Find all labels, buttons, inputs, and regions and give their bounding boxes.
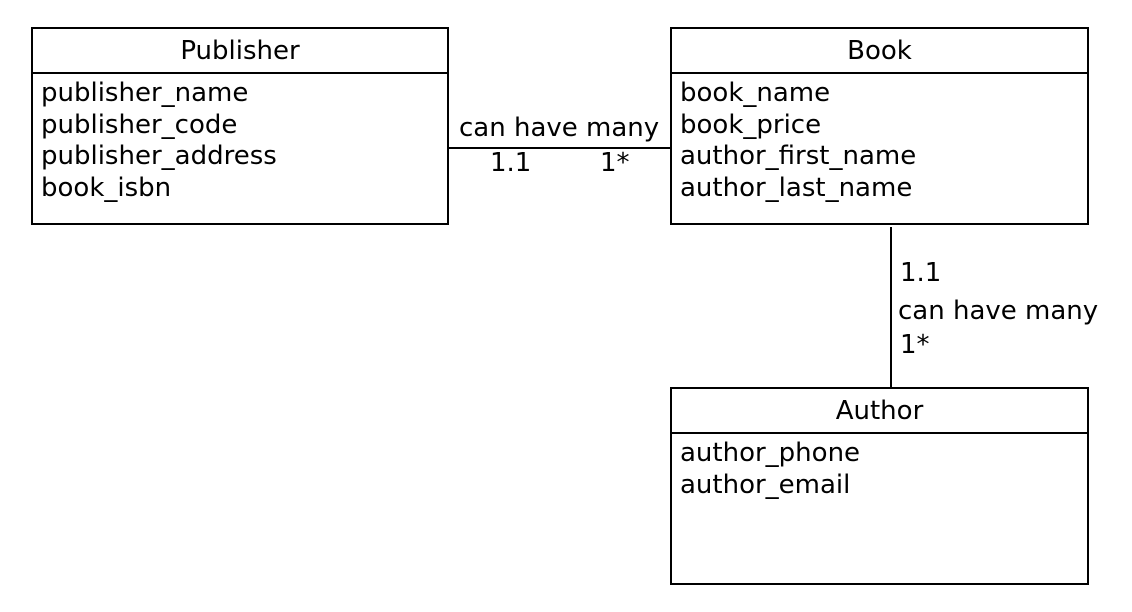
attribute-publisher-address: publisher_address [41,141,277,171]
attribute-author-email: author_email [680,469,851,500]
entity-publisher-attributes: publisher_name publisher_code publisher_… [33,74,447,204]
relationship-label-publisher-book: can have many [459,113,660,143]
relationship-label-book-author: can have many [898,296,1099,326]
attribute-author-last-name: author_last_name [680,172,913,203]
connector-book-author [890,227,892,387]
entity-author[interactable]: Author author_phone author_email [670,387,1089,585]
entity-publisher[interactable]: Publisher publisher_name publisher_code … [31,27,449,225]
entity-publisher-title: Publisher [33,29,447,74]
cardinality-publisher-side: 1.1 [490,148,532,178]
entity-book-title: Book [672,29,1087,74]
entity-author-title: Author [672,389,1087,434]
connector-publisher-book [449,147,670,149]
attribute-book-isbn: book_isbn [41,172,172,203]
attribute-publisher-code: publisher_code [41,109,238,140]
attribute-author-phone: author_phone [680,438,861,468]
attribute-book-price: book_price [680,109,822,140]
attribute-book-name: book_name [680,78,831,108]
entity-book[interactable]: Book book_name book_price author_first_n… [670,27,1089,225]
attribute-publisher-name: publisher_name [41,78,249,108]
entity-author-attributes: author_phone author_email [672,434,1087,501]
cardinality-book-side-publisher: 1* [600,148,630,178]
cardinality-author-side: 1* [900,330,930,360]
cardinality-book-side-author: 1.1 [900,258,942,288]
attribute-author-first-name: author_first_name [680,141,917,171]
entity-book-attributes: book_name book_price author_first_name a… [672,74,1087,204]
